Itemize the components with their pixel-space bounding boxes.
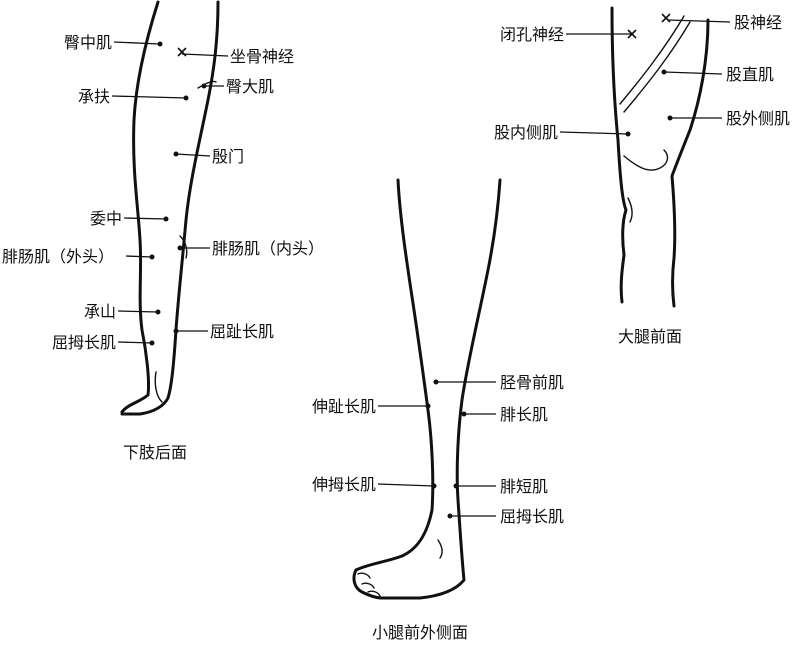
label-tibialis-anterior: 胫骨前肌 [500,373,564,392]
point-gastrocnemius-lateral [149,254,155,260]
point-flexor-digitorum-longus [173,328,179,334]
posterior-leg-inner-line [197,80,217,89]
posterior-leg-knee-crease [179,235,188,259]
anterior-thigh-outline-left [610,6,628,304]
point-peroneus-longus [461,411,467,417]
point-gastrocnemius-medial [177,245,183,251]
leader-weizhong [123,217,167,220]
leader-femoral-nerve [667,19,731,23]
point-chengshan [155,309,161,315]
point-rectus-femoris [661,69,667,75]
point-gluteus-medius [157,41,163,47]
point-extensor-digitorum-longus [425,403,431,409]
label-peroneus-longus: 腓长肌 [500,405,548,424]
label-yinmen: 殷门 [212,147,244,166]
shank-toe-1 [357,572,371,579]
leader-flexor-hallucis-longus-post [117,341,153,344]
leader-extensor-hallucis-longus [377,483,435,487]
point-vastus-lateralis [667,115,673,121]
label-flexor-digitorum-longus: 屈趾长肌 [210,322,274,341]
point-chengfu [183,95,189,101]
anterolateral-shank-labels: 胫骨前肌 伸趾长肌 腓长肌 伸拇长肌 腓短肌 屈拇长肌 小腿前外侧面 [312,373,564,642]
posterior-leg-labels: 臀中肌 坐骨神经 臀大肌 承扶 殷门 委中 腓肠肌（外头） 腓肠肌（内头） 承山… [2,33,324,462]
shank-toe-3 [367,590,381,597]
shank-foot-sole [352,568,384,600]
label-extensor-digitorum-longus: 伸趾长肌 [312,397,376,416]
point-gluteus-maximus [201,83,207,89]
point-flexor-hallucis-longus-ant [447,513,453,519]
caption-posterior-leg: 下肢后面 [123,443,187,462]
anterior-thigh-inguinal-2 [623,21,691,113]
leader-rectus-femoris [663,71,723,75]
anterior-thigh-marker-2b [661,13,671,23]
label-chengshan: 承山 [84,302,116,321]
shank-outline-left [354,178,435,572]
point-tibialis-anterior [433,379,439,385]
leader-yinmen [175,153,211,157]
label-femoral-nerve: 股神经 [734,13,782,32]
posterior-leg-outline-right [120,0,220,416]
anterolateral-shank-figure [352,178,502,600]
point-extensor-hallucis-longus [431,483,437,489]
leader-vastus-medialis [559,131,629,135]
label-flexor-hallucis-longus-post: 屈拇长肌 [52,333,116,352]
leader-gluteus-medius [113,41,161,45]
anterolateral-shank-leaders [377,379,496,519]
posterior-leg-figure [120,0,220,416]
label-gastrocnemius-lateral: 腓肠肌（外头） [2,247,114,266]
leader-gastrocnemius-lateral [125,255,153,258]
point-peroneus-brevis [453,483,459,489]
label-vastus-lateralis: 股外侧肌 [726,109,790,128]
anterior-thigh-knee-crease [627,197,633,223]
leader-sciatic-nerve [181,53,229,57]
label-flexor-hallucis-longus-ant: 屈拇长肌 [500,507,564,526]
anterior-thigh-outline-right [670,18,710,308]
label-chengfu: 承扶 [78,87,110,106]
anterior-thigh-kneecap [623,149,669,171]
label-peroneus-brevis: 腓短肌 [500,477,548,496]
posterior-leg-marker-2 [177,47,187,57]
point-flexor-hallucis-longus-post [149,340,155,346]
label-obturator-nerve: 闭孔神经 [500,25,564,44]
leader-chengshan [117,310,159,313]
caption-anterolateral-shank: 小腿前外侧面 [372,623,468,642]
point-vastus-medialis [625,131,631,137]
anterior-thigh-inguinal-1 [619,15,685,105]
label-extensor-hallucis-longus: 伸拇长肌 [312,475,376,494]
anterior-thigh-leaders [559,19,731,137]
label-sciatic-nerve: 坐骨神经 [230,47,294,66]
anterior-thigh-figure [610,6,710,308]
leader-chengfu [111,95,187,99]
shank-toe-2 [361,582,375,589]
shank-outline-right [380,178,502,600]
point-yinmen [173,151,179,157]
shank-ankle [437,539,443,559]
posterior-leg-outline-left [120,0,160,414]
label-weizhong: 委中 [90,209,122,228]
posterior-leg-leaders [111,41,229,346]
label-gastrocnemius-medial: 腓肠肌（内头） [212,239,324,258]
posterior-leg-heel [154,371,163,403]
label-gluteus-medius: 臀中肌 [64,33,112,52]
label-rectus-femoris: 股直肌 [726,65,774,84]
label-vastus-medialis: 股内侧肌 [494,123,558,142]
caption-anterior-thigh: 大腿前面 [618,327,682,346]
anterior-thigh-labels: 闭孔神经 股神经 股直肌 股内侧肌 股外侧肌 大腿前面 [494,13,790,346]
point-weizhong [163,216,169,222]
label-gluteus-maximus: 臀大肌 [226,77,274,96]
